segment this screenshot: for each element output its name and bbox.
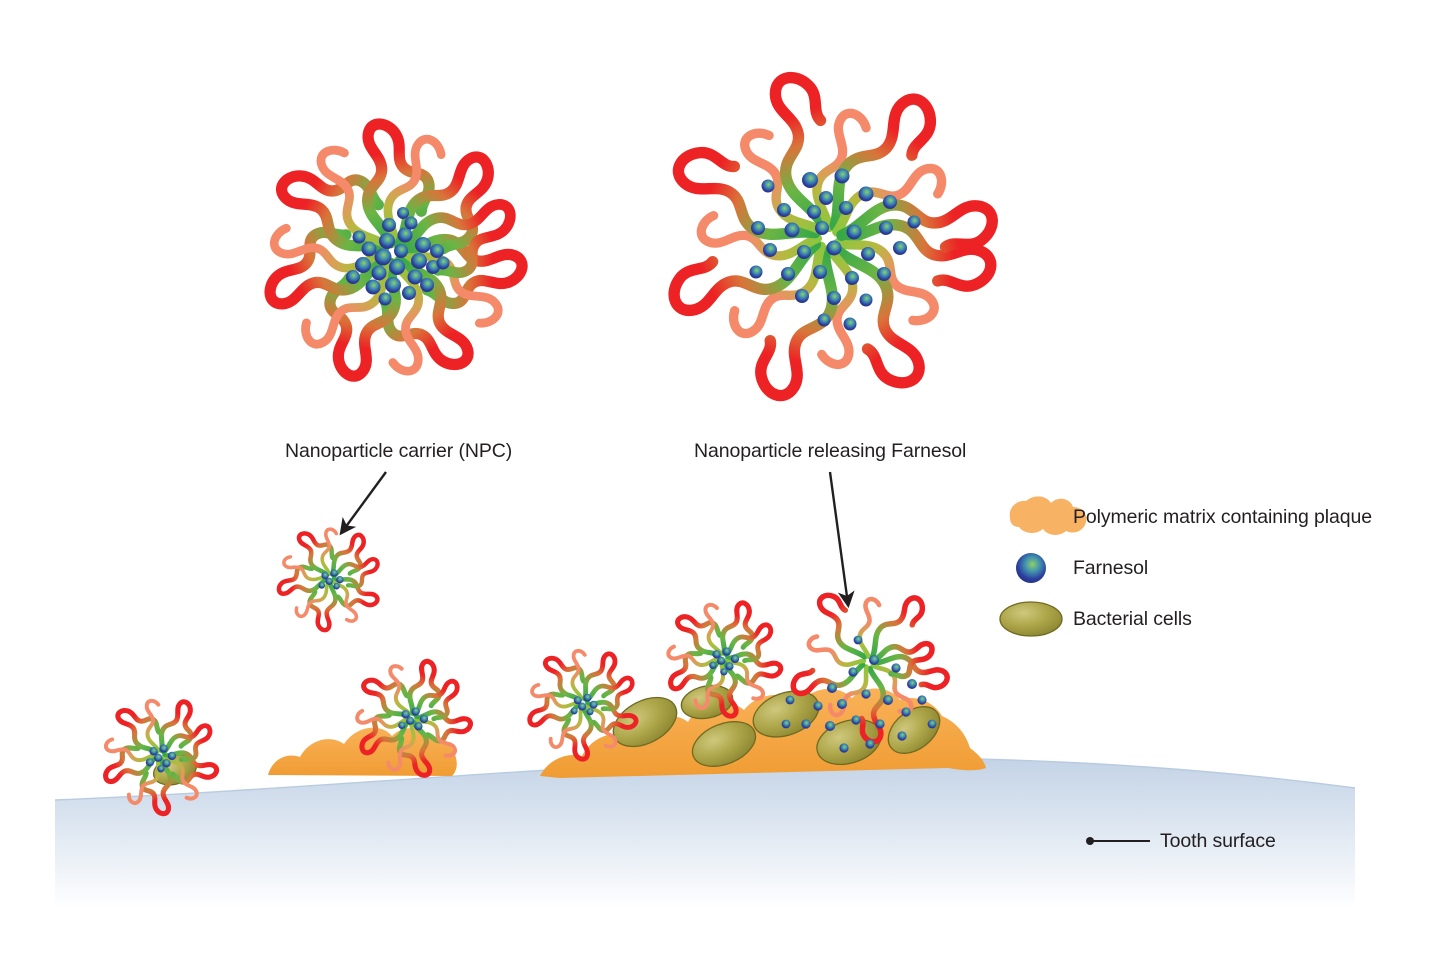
- caption-nanoparticle-releasing: Nanoparticle releasing Farnesol: [694, 440, 967, 462]
- nanoparticle-small: [662, 600, 782, 720]
- bacterial-cell-swatch: [999, 601, 1063, 637]
- nanoparticle-releasing-large: [666, 71, 996, 403]
- nanoparticle-small: [523, 648, 639, 761]
- legend-label-farnesol: Farnesol: [1073, 557, 1149, 579]
- nanoparticle-small-releasing: [781, 590, 950, 753]
- nanoparticle-carrier-large: [255, 116, 525, 385]
- farnesol-core-cluster: [346, 207, 450, 306]
- nanoparticle-small: [352, 659, 470, 780]
- plaque-blob-swatch: [1009, 496, 1087, 535]
- annotation-label-tooth-surface: Tooth surface: [1160, 830, 1276, 852]
- legend-label-bacterial-cells: Bacterial cells: [1073, 608, 1192, 630]
- farnesol-dispersed-cluster: [749, 168, 921, 331]
- nanoparticle-small: [274, 525, 383, 630]
- legend-label-polymeric-matrix: Polymeric matrix containing plaque: [1073, 506, 1372, 528]
- bacterial-cell: [691, 721, 757, 767]
- released-farnesol-dots: [781, 635, 937, 753]
- caption-nanoparticle-carrier: Nanoparticle carrier (NPC): [285, 440, 513, 462]
- arrow-release-to-biofilm: [828, 471, 855, 609]
- farnesol-sphere-swatch: [1016, 553, 1046, 583]
- bacterial-cell: [887, 706, 941, 754]
- tooth-surface-leader: [1086, 837, 1150, 845]
- nanoparticle-small: [98, 698, 219, 817]
- arrow-npc-to-surface: [339, 471, 387, 536]
- legend-swatches: [999, 496, 1087, 637]
